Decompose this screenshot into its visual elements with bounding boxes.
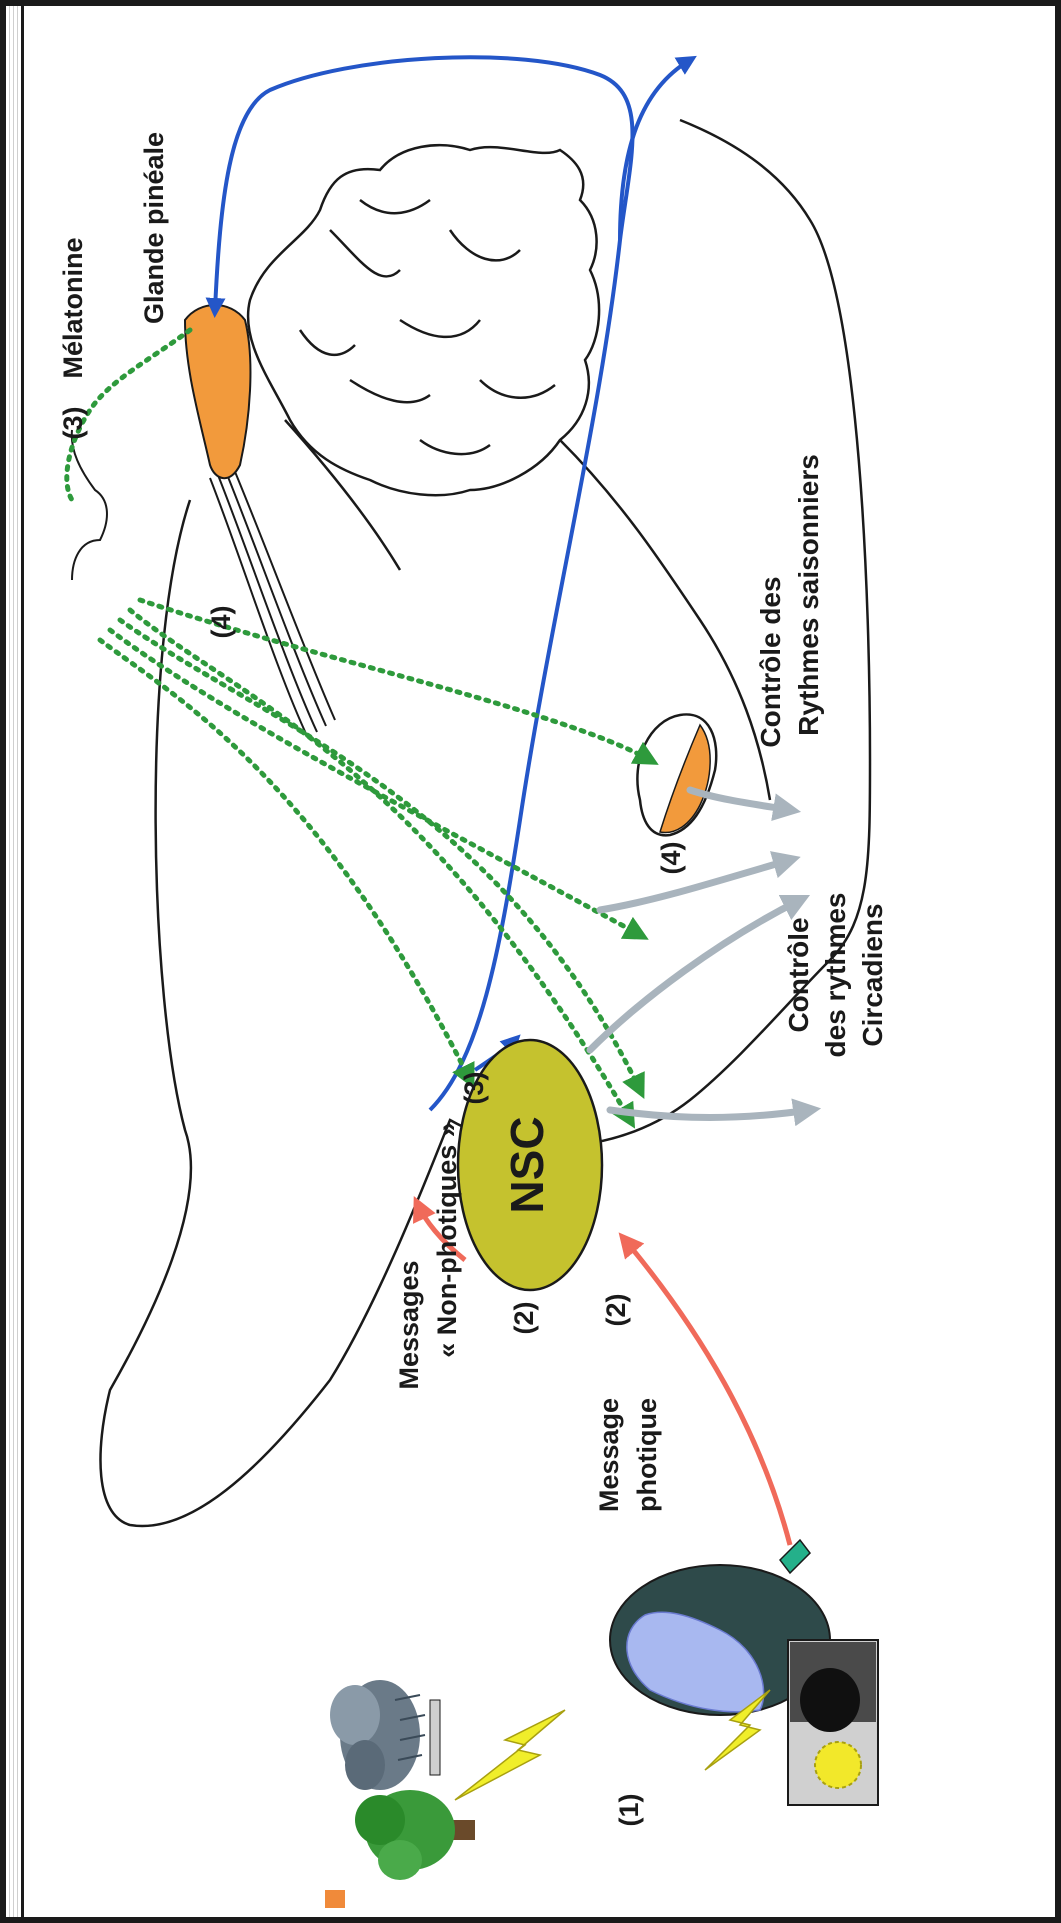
pituitary-gland (660, 725, 710, 833)
lightning-icon (455, 1710, 565, 1800)
label-glande-pineale: Glande pinéale (139, 132, 169, 324)
label-melatonine: Mélatonine (58, 237, 88, 378)
label-controle-circadiens-2: des rythmes (820, 893, 851, 1058)
label-messages: Messages (394, 1260, 424, 1389)
sympathetic-nerve-outline (72, 430, 107, 580)
circadian-system-diagram: NSC Glande pinéale (30, 6, 1055, 1917)
blue-pathway (215, 57, 690, 1175)
label-step-3-melatonin: (3) (58, 407, 88, 440)
pineal-stalk (210, 455, 335, 738)
optic-nerve (780, 1540, 810, 1573)
label-step-4-top: (4) (206, 606, 236, 639)
label-controle-saisonniers-1: Contrôle des (755, 576, 786, 747)
label-step-4-pituitary: (4) (656, 842, 686, 875)
label-step-2-lower: (2) (601, 1294, 631, 1327)
label-controle-saisonniers-2: Rythmes saisonniers (793, 454, 824, 736)
sun-icon (815, 1742, 861, 1788)
pineal-gland (185, 305, 250, 478)
label-controle-circadiens-1: Contrôle (783, 917, 814, 1032)
brainstem-outline (560, 440, 770, 800)
label-non-photiques: « Non-photiques » (432, 1122, 462, 1358)
rain-cloud-icon (330, 1680, 440, 1790)
label-step-1: (1) (614, 1794, 644, 1827)
label-step-2-upper: (2) (509, 1302, 539, 1335)
label-message-photique-2: photique (632, 1398, 662, 1512)
nsc-label: NSC (501, 1116, 553, 1213)
label-controle-circadiens-3: Circadiens (857, 903, 888, 1046)
label-message-photique-1: Message (594, 1398, 624, 1512)
tree-icon (325, 1790, 475, 1908)
melatonin-pathways (67, 330, 650, 1120)
light-cycle-icon (788, 1640, 878, 1805)
moon-icon (800, 1668, 860, 1732)
label-step-3-nsc: (3) (459, 1072, 489, 1105)
scan-border-rail (6, 6, 24, 1917)
output-arrows (590, 790, 810, 1118)
